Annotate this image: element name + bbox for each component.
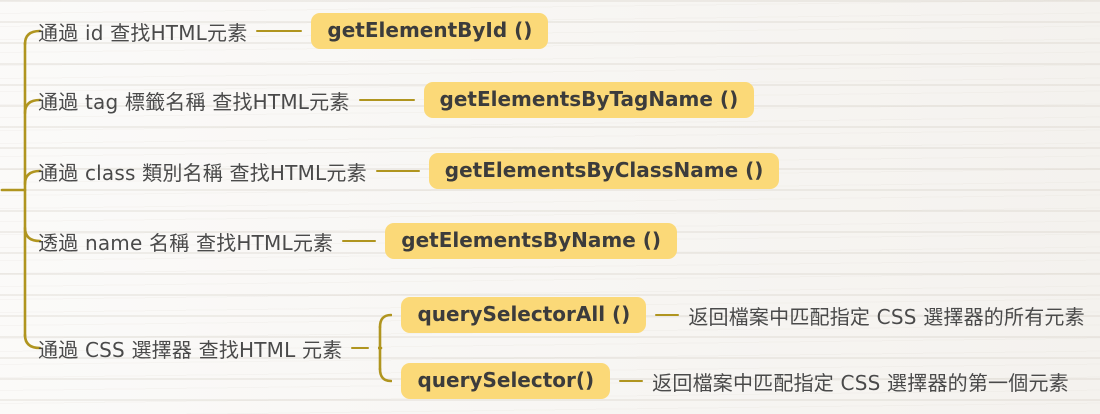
topic-label-css-selector[interactable]: 通過 CSS 選擇器 查找HTML 元素 (38, 337, 343, 362)
topic-label-id[interactable]: 通過 id 查找HTML元素 (38, 20, 248, 45)
subrow-queryselectorall: querySelectorAll () 返回檔案中匹配指定 CSS 選擇器的所有… (401, 297, 1085, 333)
subrow-queryselector: querySelector() 返回檔案中匹配指定 CSS 選擇器的第一個元素 (401, 363, 1084, 399)
branch-curve-row3 (23, 169, 42, 186)
connector-dash (619, 380, 644, 382)
method-node-queryselectorall[interactable]: querySelectorAll () (401, 297, 647, 333)
description-queryselectorall[interactable]: 返回檔案中匹配指定 CSS 選擇器的所有元素 (688, 304, 1085, 329)
connector-dash (655, 314, 680, 316)
branch-row-id: 通過 id 查找HTML元素 getElementById () (38, 13, 549, 49)
method-node-getelementsbytagname[interactable]: getElementsByTagName () (423, 82, 755, 118)
branch-curve-row2 (23, 98, 42, 115)
branch-row-name: 透過 name 名稱 查找HTML元素 getElementsByName () (38, 223, 678, 259)
connector-dash (256, 30, 303, 32)
branch-row-css-selector: 通過 CSS 選擇器 查找HTML 元素 querySelectorAll ()… (38, 295, 1085, 401)
topic-label-name[interactable]: 透過 name 名稱 查找HTML元素 (38, 230, 334, 255)
connector-dash (375, 170, 420, 172)
topic-label-tag[interactable]: 通過 tag 標籤名稱 查找HTML元素 (38, 89, 350, 114)
css-selector-children: querySelectorAll () 返回檔案中匹配指定 CSS 選擇器的所有… (401, 297, 1085, 399)
fork-bracket-svg (378, 313, 393, 383)
method-node-getelementsbyname[interactable]: getElementsByName () (385, 223, 678, 259)
topic-label-class[interactable]: 通過 class 類別名稱 查找HTML元素 (38, 160, 367, 185)
connector-dash (342, 240, 377, 242)
connector-dash (358, 99, 415, 101)
branch-curve-row1 (23, 29, 42, 46)
branch-row-tag: 通過 tag 標籤名稱 查找HTML元素 getElementsByTagNam… (38, 82, 755, 118)
method-node-queryselector[interactable]: querySelector() (401, 363, 611, 399)
branch-curve-row5 (23, 333, 42, 350)
branch-row-class: 通過 class 類別名稱 查找HTML元素 getElementsByClas… (38, 153, 780, 189)
connector-dash (351, 347, 370, 349)
branch-curve-row4 (23, 226, 42, 243)
description-queryselector[interactable]: 返回檔案中匹配指定 CSS 選擇器的第一個元素 (652, 370, 1069, 395)
method-node-getelementbyid[interactable]: getElementById () (311, 13, 549, 49)
method-node-getelementsbyclassname[interactable]: getElementsByClassName () (428, 153, 780, 189)
